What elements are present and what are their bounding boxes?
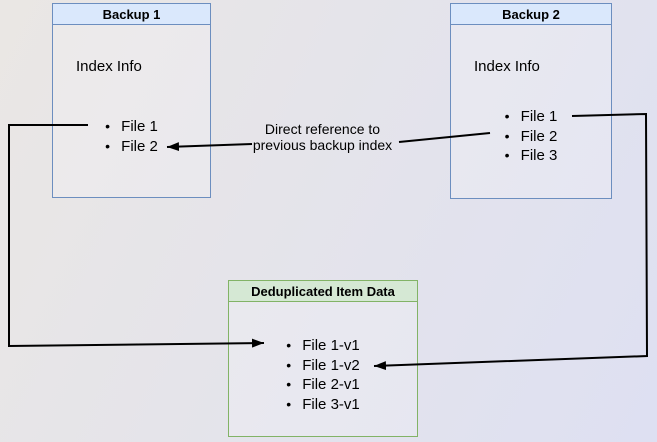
- file-label: File 3: [520, 147, 558, 164]
- file-label: File 1-v1: [302, 337, 360, 354]
- file-label: File 3-v1: [302, 395, 360, 413]
- file-list-item: • File 1: [505, 107, 558, 127]
- file-label: File 2: [121, 137, 158, 155]
- node-backup2: Backup 2 Index Info • File 1 • File 2 • …: [450, 3, 612, 199]
- file-list-item: • File 3-v1: [286, 395, 360, 415]
- file-label: File 1-v2: [302, 356, 360, 374]
- node-backup1: Backup 1 Index Info • File 1 • File 2: [52, 3, 211, 198]
- file-label: File 1: [121, 118, 158, 135]
- backup2-index-label: Index Info: [474, 58, 540, 75]
- file-list-item: • File 1-v2: [286, 356, 360, 376]
- file-list-item: • File 3: [505, 146, 558, 166]
- bullet-icon: •: [105, 118, 111, 134]
- file-list-item: • File 1-v1: [286, 336, 360, 356]
- backup1-file-list: • File 1 • File 2: [105, 117, 158, 156]
- bullet-icon: •: [504, 147, 510, 163]
- edge-label-direct-reference: Direct reference to previous backup inde…: [240, 121, 405, 153]
- file-list-item: • File 2: [105, 137, 158, 157]
- bullet-icon: •: [504, 127, 510, 144]
- bullet-icon: •: [286, 337, 292, 353]
- backup2-title: Backup 2: [451, 4, 611, 25]
- backup2-file-list: • File 1 • File 2 • File 3: [505, 107, 558, 166]
- node-deduplicated-item-data: Deduplicated Item Data • File 1-v1 • Fil…: [228, 280, 418, 437]
- bullet-icon: •: [286, 395, 292, 412]
- file-label: File 1: [520, 108, 558, 125]
- file-label: File 2: [520, 127, 558, 145]
- dedup-title: Deduplicated Item Data: [229, 281, 417, 302]
- dedup-file-list: • File 1-v1 • File 1-v2 • File 2-v1 • Fi…: [286, 336, 360, 414]
- bullet-icon: •: [286, 376, 292, 392]
- bullet-icon: •: [105, 137, 111, 154]
- backup1-title: Backup 1: [53, 4, 210, 25]
- file-list-item: • File 2: [505, 127, 558, 147]
- file-list-item: • File 2-v1: [286, 375, 360, 395]
- backup1-index-label: Index Info: [76, 58, 142, 75]
- bullet-icon: •: [286, 356, 292, 373]
- bullet-icon: •: [504, 108, 510, 124]
- file-list-item: • File 1: [105, 117, 158, 137]
- annotation-line2: previous backup index: [252, 136, 393, 153]
- file-label: File 2-v1: [302, 376, 360, 393]
- annotation-line1: Direct reference to: [264, 121, 381, 137]
